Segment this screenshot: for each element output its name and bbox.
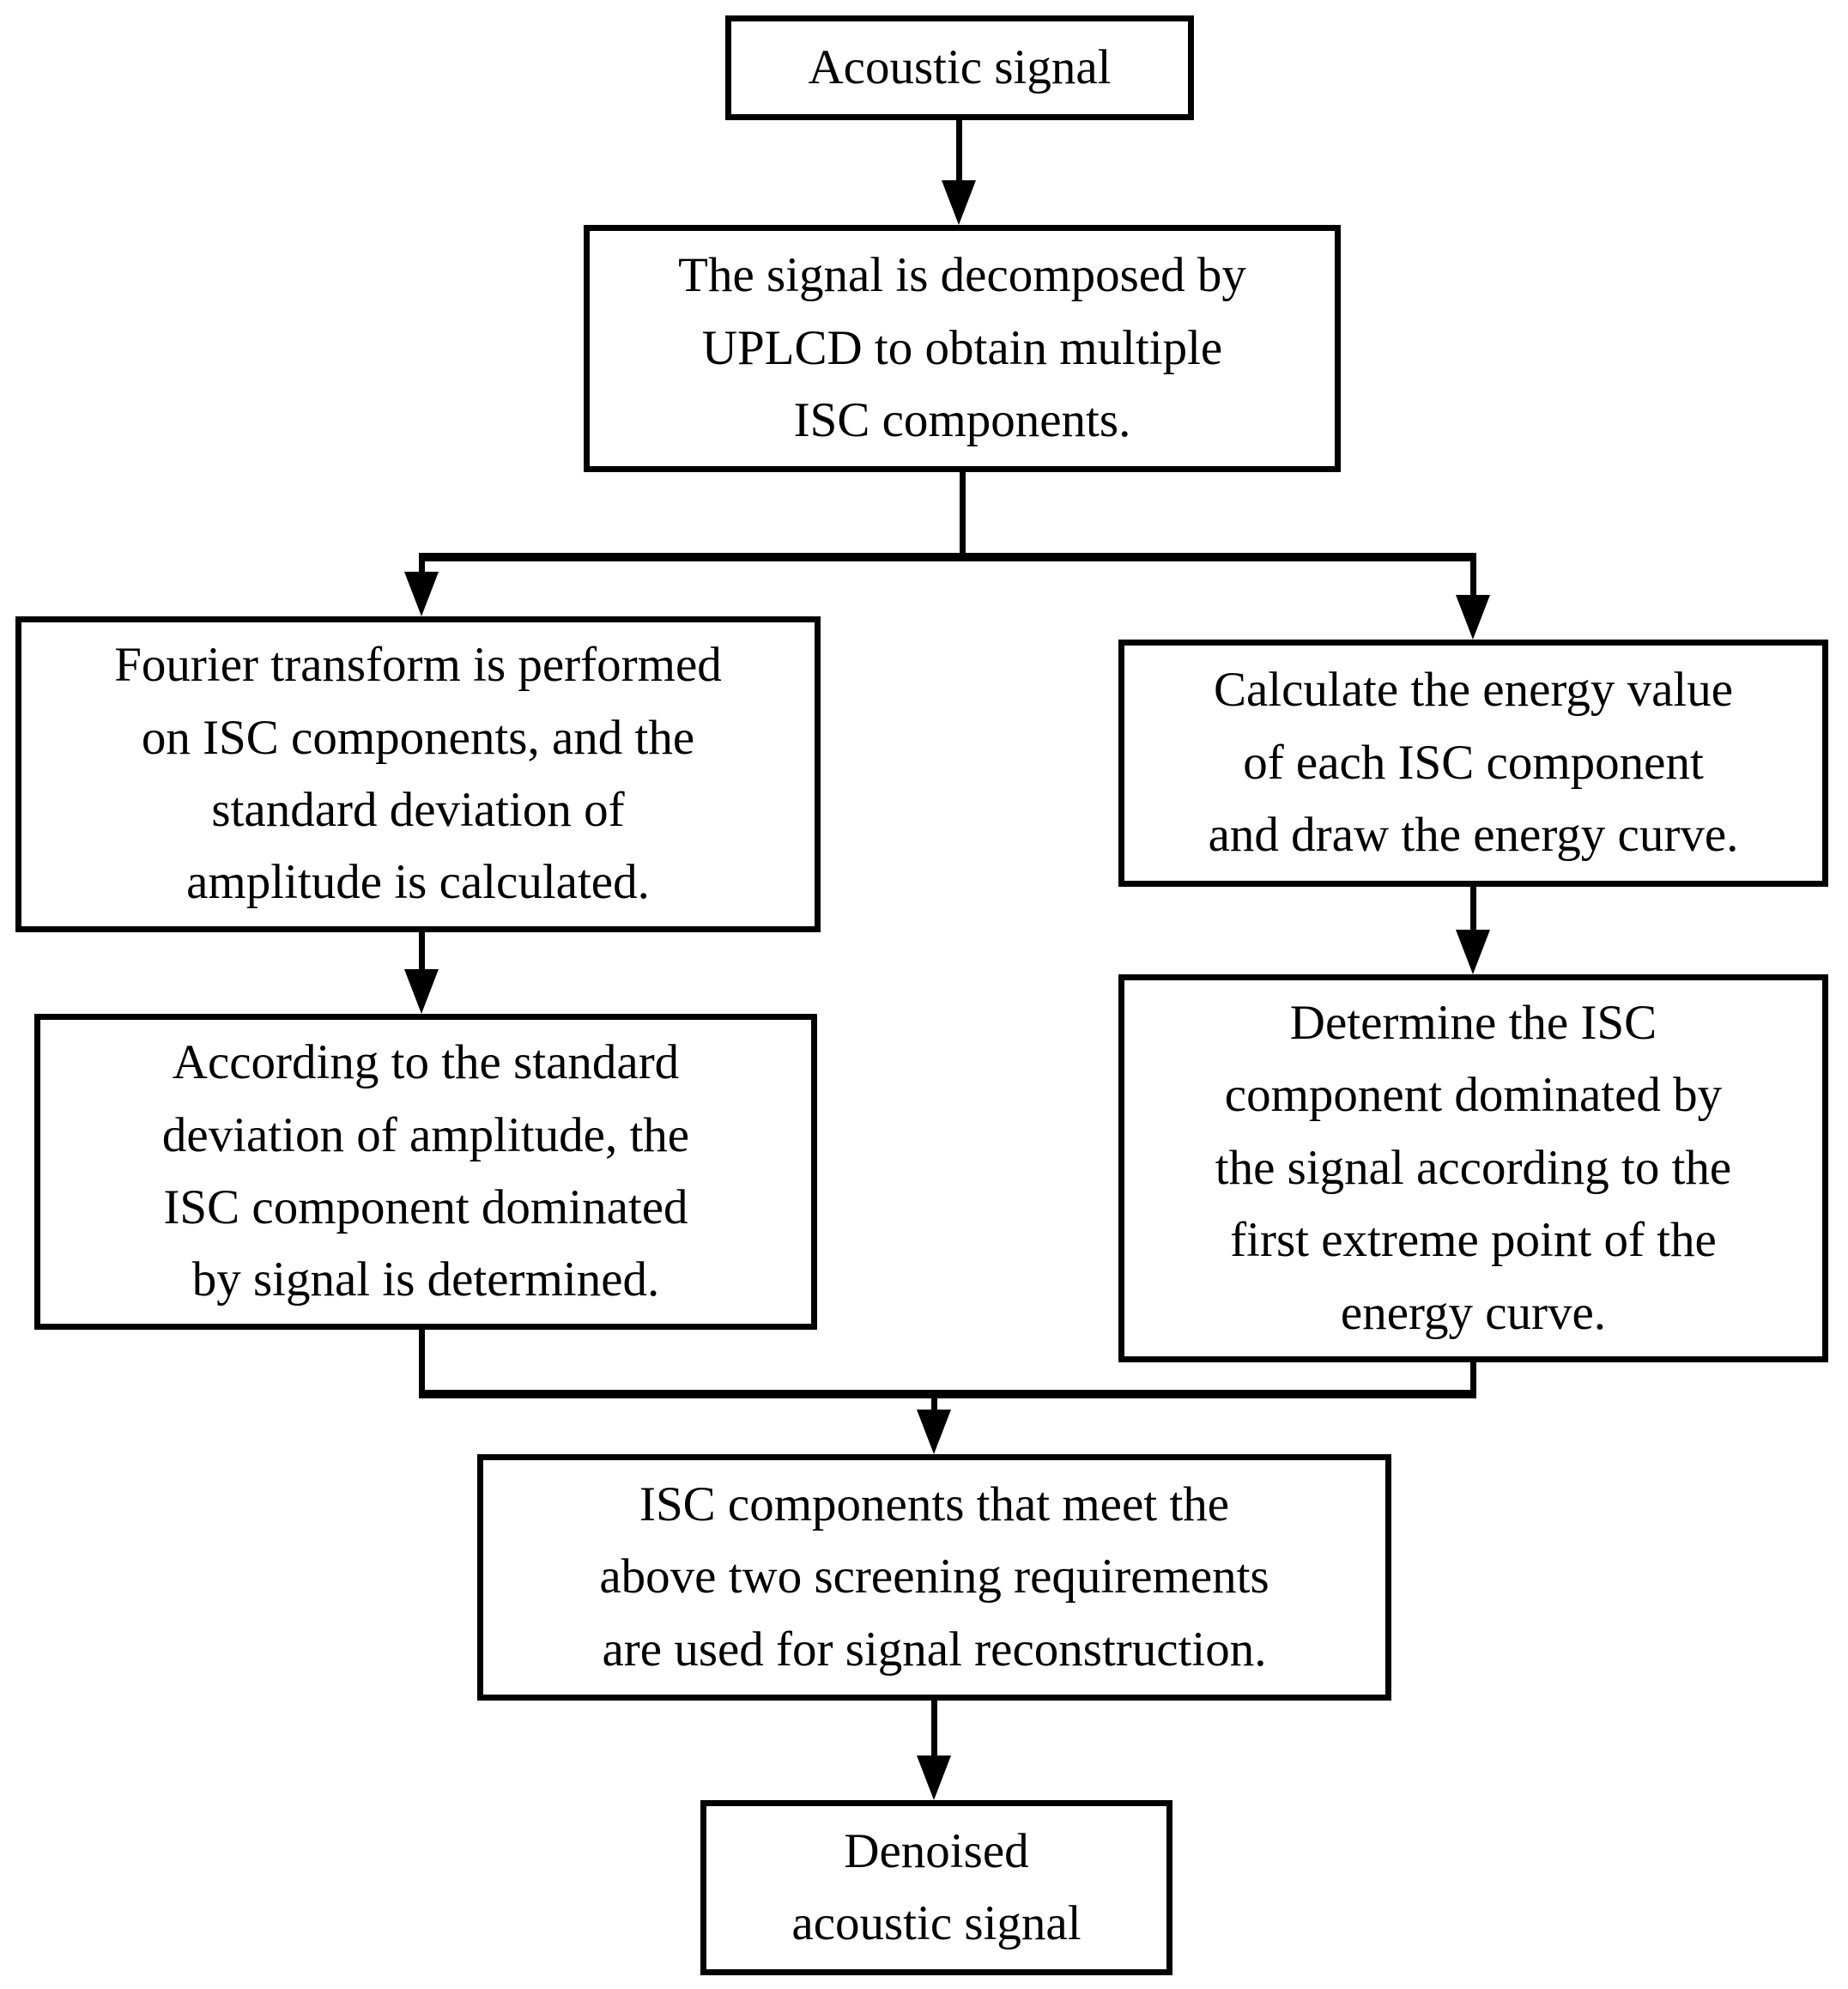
- connector-signal-to-decomposition-line: [956, 120, 962, 185]
- arrowhead-signal-to-decomposition-icon: [942, 180, 976, 225]
- node-std-screening: According to the standard deviation of a…: [34, 1014, 817, 1330]
- node-fourier-std: Fourier transform is performed on ISC co…: [15, 616, 821, 932]
- arrowhead-reconstruction-to-denoised-icon: [917, 1756, 951, 1800]
- arrowhead-energy-to-screening-icon: [1456, 930, 1490, 974]
- connector-std-merge-drop-line: [419, 1330, 425, 1398]
- connector-split-right-line: [1470, 556, 1476, 599]
- node-energy-curve: Calculate the energy value of each ISC c…: [1118, 640, 1828, 887]
- arrowhead-split-left-icon: [404, 572, 439, 616]
- connector-split-left-line: [419, 556, 425, 575]
- connector-fourier-to-std-line: [419, 932, 425, 971]
- connector-energy-merge-drop-line: [1470, 1362, 1476, 1398]
- arrowhead-merge-to-reconstruction-icon: [917, 1410, 951, 1454]
- node-signal-reconstruction: ISC components that meet the above two s…: [477, 1454, 1391, 1701]
- node-uplcd-decomposition: The signal is decomposed by UPLCD to obt…: [584, 225, 1341, 472]
- node-energy-screening: Determine the ISC component dominated by…: [1118, 974, 1828, 1362]
- connector-reconstruction-to-denoised-line: [931, 1701, 937, 1757]
- node-denoised-signal: Denoised acoustic signal: [700, 1800, 1172, 1975]
- connector-decomposition-stem-line: [960, 472, 966, 556]
- connector-energy-to-screening-line: [1470, 886, 1476, 933]
- arrowhead-fourier-to-std-icon: [404, 969, 439, 1014]
- connector-split-bar-line: [419, 553, 1476, 561]
- arrowhead-split-right-icon: [1456, 595, 1490, 640]
- connector-merge-to-reconstruction-line: [931, 1398, 937, 1412]
- node-acoustic-signal: Acoustic signal: [725, 15, 1194, 120]
- connector-merge-bar-line: [419, 1390, 1476, 1398]
